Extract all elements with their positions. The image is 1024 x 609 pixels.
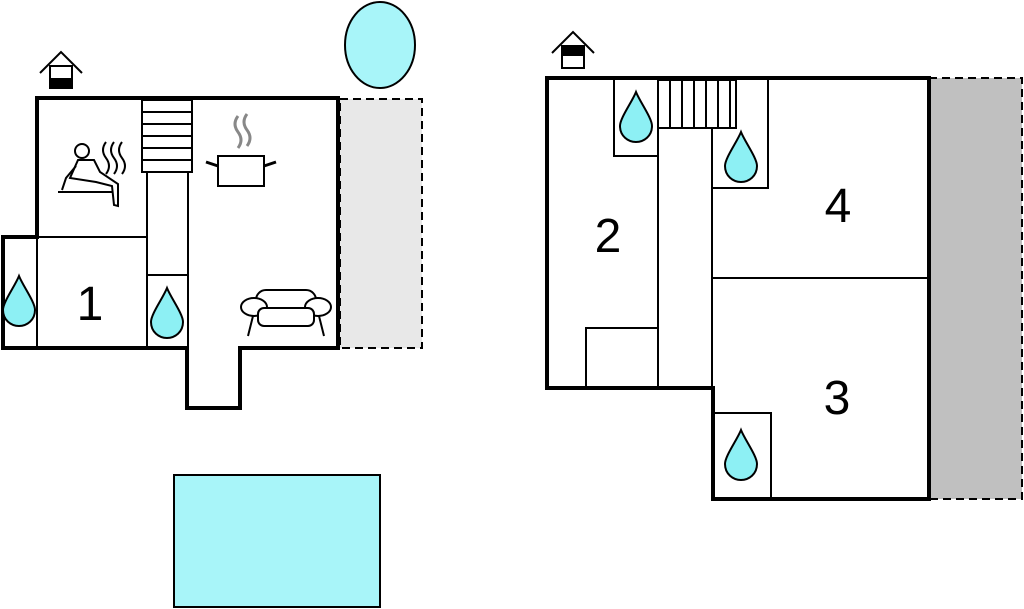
terrace <box>928 77 1023 500</box>
pool-rectangular <box>173 474 381 608</box>
pool-round <box>344 1 416 89</box>
kitchen-pot-icon <box>205 113 277 187</box>
room-label-3: 3 <box>824 372 851 425</box>
stairs-icon <box>657 79 737 129</box>
room-label-4: 4 <box>825 180 852 233</box>
house-ground-floor-icon <box>39 50 83 89</box>
sauna-icon <box>58 141 126 208</box>
room-label-2: 2 <box>595 210 622 263</box>
ground-floor: 1 <box>1 1 423 608</box>
sofa-icon <box>240 289 332 337</box>
stairs-icon <box>141 99 193 173</box>
upper-interior-walls <box>585 77 929 500</box>
room-label-1: 1 <box>77 278 104 331</box>
terrace <box>339 98 423 349</box>
house-upper-floor-icon <box>551 30 595 69</box>
upper-floor: 2 4 3 <box>545 30 1023 501</box>
